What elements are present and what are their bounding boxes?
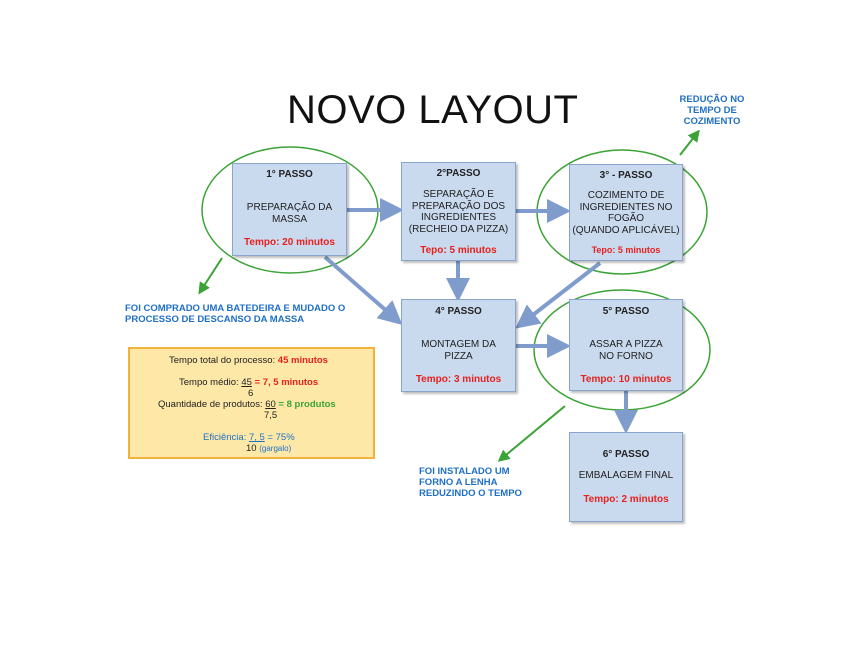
step-desc-line: EMBALAGEM FINAL xyxy=(578,470,674,481)
step-label: 1° PASSO xyxy=(266,169,313,180)
pointer-batedeira xyxy=(198,257,223,295)
note-line: TEMPO DE xyxy=(687,105,737,116)
note-reducao-tempo: REDUÇÃO NO TEMPO DE COZIMENTO xyxy=(672,94,752,127)
step-time: Tempo: 10 minutos xyxy=(580,374,672,385)
arrow-step3-to-step4 xyxy=(515,261,602,329)
total-time-label: Tempo total do processo: xyxy=(169,355,278,366)
note-line: FOI INSTALADO UM xyxy=(419,466,510,477)
step-label: 4° PASSO xyxy=(435,306,482,317)
step-desc-line: PREPARAÇÃO DOS xyxy=(411,200,506,212)
bottleneck-note: (gargalo) xyxy=(259,444,292,453)
step-time: Tempo: 20 minutos xyxy=(244,237,335,248)
note-line: COZIMENTO xyxy=(683,116,741,127)
note-line: REDUZINDO O TEMPO xyxy=(419,488,522,499)
step-time: Tepo: 5 minutos xyxy=(591,245,661,255)
step-time: Tempo: 3 minutos xyxy=(415,374,502,385)
pointer-forno xyxy=(497,405,566,462)
quantity-result: = 8 produtos xyxy=(275,399,336,410)
step-desc-line: INGREDIENTES xyxy=(420,212,496,223)
step-desc-line: COZIMENTO DE xyxy=(587,190,665,201)
arrow-step1-to-step4 xyxy=(323,255,403,325)
note-forno-lenha: FOI INSTALADO UM FORNO A LENHA REDUZINDO… xyxy=(419,466,539,499)
step-desc-line: PREPARAÇÃO DA xyxy=(246,202,333,213)
step-box-2: 2°PASSO SEPARAÇÃO E PREPARAÇÃO DOS INGRE… xyxy=(401,162,516,261)
note-batedeira: FOI COMPRADO UMA BATEDEIRA E MUDADO O PR… xyxy=(125,303,365,325)
quantity-line: Quantidade de produtos: 60 = 8 produtos xyxy=(158,399,336,410)
summary-box: Tempo total do processo: 45 minutos Temp… xyxy=(128,347,375,459)
avg-time-line: Tempo médio: 45 = 7, 5 minutos xyxy=(179,377,318,388)
step-desc-line: MONTAGEM DA xyxy=(421,339,496,350)
step-time: Tempo: 2 minutos xyxy=(583,494,669,505)
step-desc-line: PIZZA xyxy=(444,350,473,362)
step-box-4: 4° PASSO MONTAGEM DA PIZZA Tempo: 3 minu… xyxy=(401,299,516,392)
efficiency-denominator-line: 10 (gargalo) xyxy=(246,443,291,454)
step-label: 2°PASSO xyxy=(436,168,481,179)
step-time: Tepo: 5 minutos xyxy=(420,245,497,256)
step-label: 6° PASSO xyxy=(602,449,650,460)
efficiency-label: Eficiência: xyxy=(203,432,249,443)
note-line: FOI COMPRADO UMA BATEDEIRA E MUDADO O xyxy=(125,303,346,314)
step-label: 3° - PASSO xyxy=(599,170,653,181)
quantity-numerator: 60 xyxy=(265,399,276,410)
step-desc-line: SEPARAÇÃO E xyxy=(423,189,494,200)
step-desc-line: NO FORNO xyxy=(599,350,653,362)
note-line: REDUÇÃO NO xyxy=(679,94,745,105)
step-desc-line: (RECHEIO DA PIZZA) xyxy=(408,223,509,235)
step-desc-line: (QUANDO APLICÁVEL) xyxy=(572,224,680,236)
pointer-reducao xyxy=(679,129,700,156)
efficiency-numerator: 7, 5 xyxy=(248,432,265,443)
efficiency-result: = 75% xyxy=(264,432,295,443)
step-desc-line: INGREDIENTES NO xyxy=(579,201,673,213)
page-title: NOVO LAYOUT xyxy=(287,88,579,132)
step-label: 5° PASSO xyxy=(602,306,650,317)
total-time-line: Tempo total do processo: 45 minutos xyxy=(169,355,328,366)
avg-time-label: Tempo médio: xyxy=(179,377,242,388)
step-box-5: 5° PASSO ASSAR A PIZZA NO FORNO Tempo: 1… xyxy=(569,299,683,391)
avg-time-numerator: 45 xyxy=(241,377,252,388)
avg-time-denominator: 6 xyxy=(248,388,254,399)
efficiency-line: Eficiência: 7, 5 = 75% xyxy=(203,432,295,443)
step-box-1: 1° PASSO PREPARAÇÃO DA MASSA Tempo: 20 m… xyxy=(232,163,347,256)
step-box-6: 6° PASSO EMBALAGEM FINAL Tempo: 2 minuto… xyxy=(569,432,683,522)
efficiency-denominator: 10 xyxy=(246,443,257,454)
note-line: PROCESSO DE DESCANSO DA MASSA xyxy=(125,314,305,325)
quantity-label: Quantidade de produtos: xyxy=(158,399,266,410)
step-box-3: 3° - PASSO COZIMENTO DE INGREDIENTES NO … xyxy=(569,164,683,261)
step-desc-line: ASSAR A PIZZA xyxy=(589,339,663,350)
step-desc-line: MASSA xyxy=(271,213,307,225)
note-line: FORNO A LENHA xyxy=(419,477,498,488)
step-desc-line: FOGÃO xyxy=(607,213,645,224)
avg-time-result: = 7, 5 minutos xyxy=(251,377,319,388)
quantity-denominator: 7,5 xyxy=(264,410,278,421)
total-time-value: 45 minutos xyxy=(277,355,328,366)
